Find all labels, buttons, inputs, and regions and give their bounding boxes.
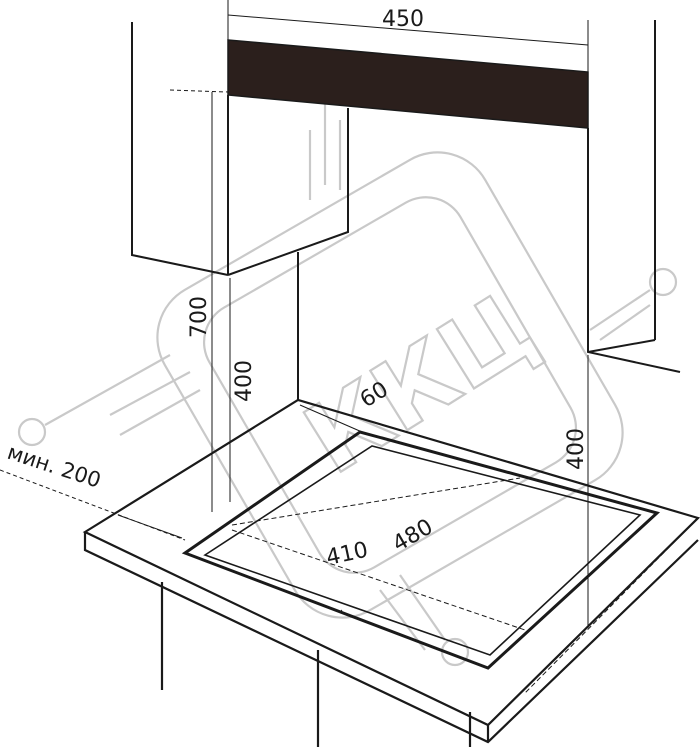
cutout-inner xyxy=(203,445,642,656)
dim-label-min200: мин. 200 xyxy=(4,440,103,493)
dim-line-450 xyxy=(227,14,589,46)
watermark-stroke xyxy=(109,371,191,416)
dim-label-450: 450 xyxy=(382,7,424,32)
watermark-stroke xyxy=(119,389,201,436)
dim-label-700: 700 xyxy=(187,296,212,338)
dim-line-410 xyxy=(231,477,521,526)
cutout-outer xyxy=(181,430,661,670)
left-cabinet xyxy=(131,22,229,276)
watermark xyxy=(17,75,678,667)
watermark-stroke xyxy=(599,304,651,341)
watermark-stroke xyxy=(44,354,171,426)
dim-label-400-right: 400 xyxy=(564,428,589,470)
dim-ext-700-top xyxy=(169,89,229,93)
wall-cabinets xyxy=(131,20,681,400)
watermark-inner-frame xyxy=(202,196,578,574)
countertop-front xyxy=(83,532,699,744)
right-cabinet xyxy=(587,128,681,373)
watermark-stroke xyxy=(399,574,446,641)
watermark-circle-left xyxy=(17,417,47,447)
watermark-circle-right xyxy=(648,267,678,297)
dim-line-60 xyxy=(299,404,363,433)
dim-label-400-left: 400 xyxy=(232,360,257,402)
watermark-text: ККЦ xyxy=(286,270,554,495)
dim-line-480 xyxy=(231,529,526,631)
hood-band xyxy=(227,39,589,129)
right-cabinet-edge xyxy=(587,339,656,353)
dim-ext-depth xyxy=(524,517,699,694)
dim-label-480: 480 xyxy=(389,515,438,558)
dimension-lines xyxy=(0,0,699,694)
hob-cutout xyxy=(181,430,661,670)
watermark-stroke xyxy=(589,289,651,331)
dim-line-min200 xyxy=(117,514,183,539)
dim-tick-410 xyxy=(339,609,343,613)
dim-label-410: 410 xyxy=(324,538,370,571)
left-cabinet-bottom xyxy=(227,108,349,276)
